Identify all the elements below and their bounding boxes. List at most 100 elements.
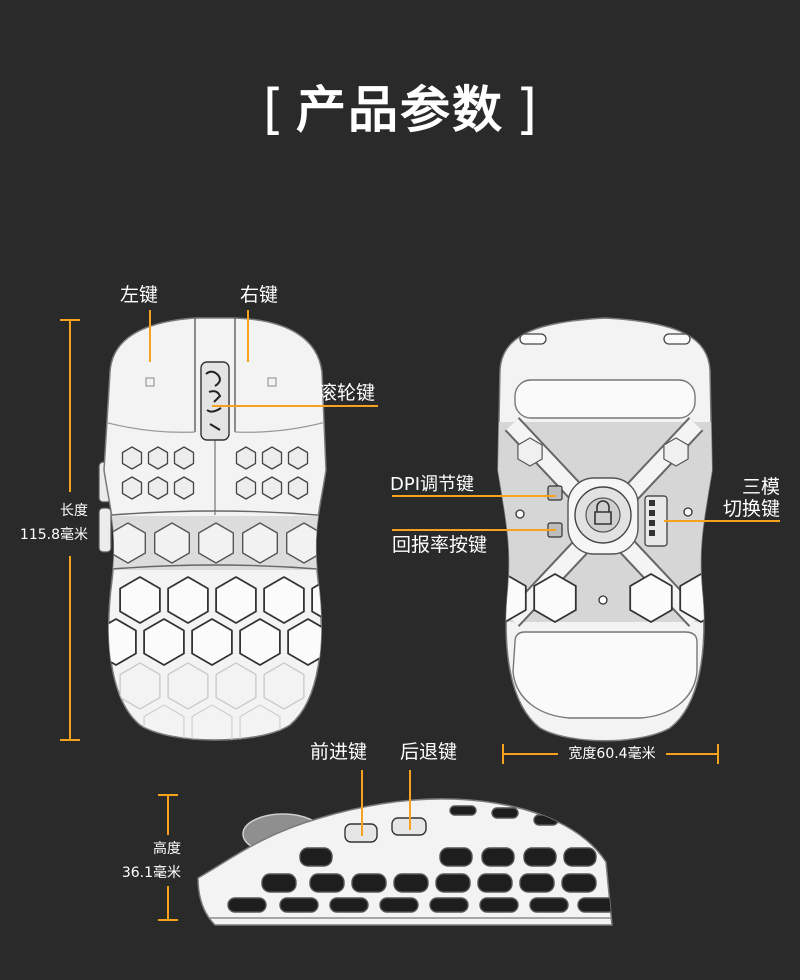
height-label: 高度 [153,841,181,857]
side-hole [529,897,569,913]
mode-switch-position [649,520,655,526]
height-value: 36.1毫米 [121,865,181,881]
right-button-edge [234,421,326,433]
side-hole [523,847,557,867]
side-hole [429,897,469,913]
side-hole [379,897,419,913]
top-honeycomb-holes [104,446,326,740]
honeycomb-hole [629,573,673,623]
side-hole [449,805,477,816]
honeycomb-hole [121,446,143,470]
top-view-details [104,318,326,740]
honeycomb-hole [235,476,257,500]
left-button-mark [145,377,155,387]
dpi-button-label: DPI调节键 [390,474,475,495]
honeycomb-hole [121,476,143,500]
callout-lines [149,310,780,836]
honeycomb-hole [533,573,577,623]
height-dimension [158,794,178,921]
screw [515,509,525,519]
dpi-button [547,485,563,501]
honeycomb-hole [173,476,195,500]
palm-outline [167,662,209,710]
right-button-label: 右键 [240,284,279,306]
side-hole [479,897,519,913]
honeycomb-hole [215,576,257,624]
honeycomb-cell [241,522,278,564]
honeycomb-hole [663,437,689,467]
honeycomb-hole [167,576,209,624]
title-text: 产品参数 [296,81,504,139]
mode-switch-position [649,500,655,506]
top-skate [514,379,696,419]
honeycomb-cell [197,522,235,564]
title-open-bracket: [ [262,78,284,141]
length-dimension [60,319,80,741]
palm-outline [263,662,305,710]
palm-outline [191,704,233,740]
left-side-button-back [98,507,112,553]
honeycomb-hole [263,576,305,624]
side-hole [227,897,267,913]
side-hole [577,897,612,913]
honeycomb-hole [235,446,257,470]
length-value: 115.8毫米 [19,527,88,543]
palm-outline [143,704,185,740]
honeycomb-hole [191,618,233,666]
side-hole [435,873,471,893]
honeycomb-hole [287,476,309,500]
side-hole [329,897,369,913]
side-hole [351,873,387,893]
bottom-skate [512,631,698,719]
band-edge-bottom [104,564,326,571]
side-hole [309,873,345,893]
honeycomb-hole [147,446,169,470]
mode-switch-label-line1: 三模 [741,476,780,498]
palm-outline [119,662,161,710]
side-hole [477,873,513,893]
honeycomb-hole [287,618,326,666]
side-view-body [197,798,613,926]
left-button-edge [104,421,196,433]
polling-rate-button-label: 回报率按键 [392,534,488,556]
mode-switch-position [649,530,655,536]
palm-outline [239,704,281,740]
side-hole [299,847,333,867]
forward-button-label: 前进键 [310,741,368,763]
scroll-wheel-label: 滚轮键 [318,382,376,404]
honeycomb-hole [261,446,283,470]
length-label: 长度 [60,503,88,519]
side-hole [279,897,319,913]
left-button-label: 左键 [120,284,159,306]
honeycomb-hole [287,446,309,470]
side-hole [481,847,515,867]
honeycomb-hole [239,618,281,666]
honeycomb-hole [173,446,195,470]
lock-icon [594,500,612,525]
side-hole [563,847,597,867]
side-hole [439,847,473,867]
side-hole [491,807,519,819]
width-dimension [502,744,719,764]
mode-switch [644,495,668,547]
honeycomb-hole [147,476,169,500]
top-edge-slot-left [519,333,547,345]
title-close-bracket: ] [516,78,538,141]
mouse-top-view [98,317,327,741]
band-edge-top [104,510,326,517]
bottom-view-details [498,333,712,719]
sensor-lens [585,497,621,533]
side-holes [227,805,612,913]
top-edge-slot-right [663,333,691,345]
scroll-wheel-logo [205,370,222,431]
screw [683,507,693,517]
mode-switch-position [649,510,655,516]
side-view-details [210,805,612,919]
width-text: 宽度60.4毫米 [568,746,656,762]
side-hole [519,873,555,893]
mode-switch-label-line2: 切换键 [722,498,780,520]
page-title: [ 产品参数 ] [0,80,800,140]
side-hole [561,873,597,893]
